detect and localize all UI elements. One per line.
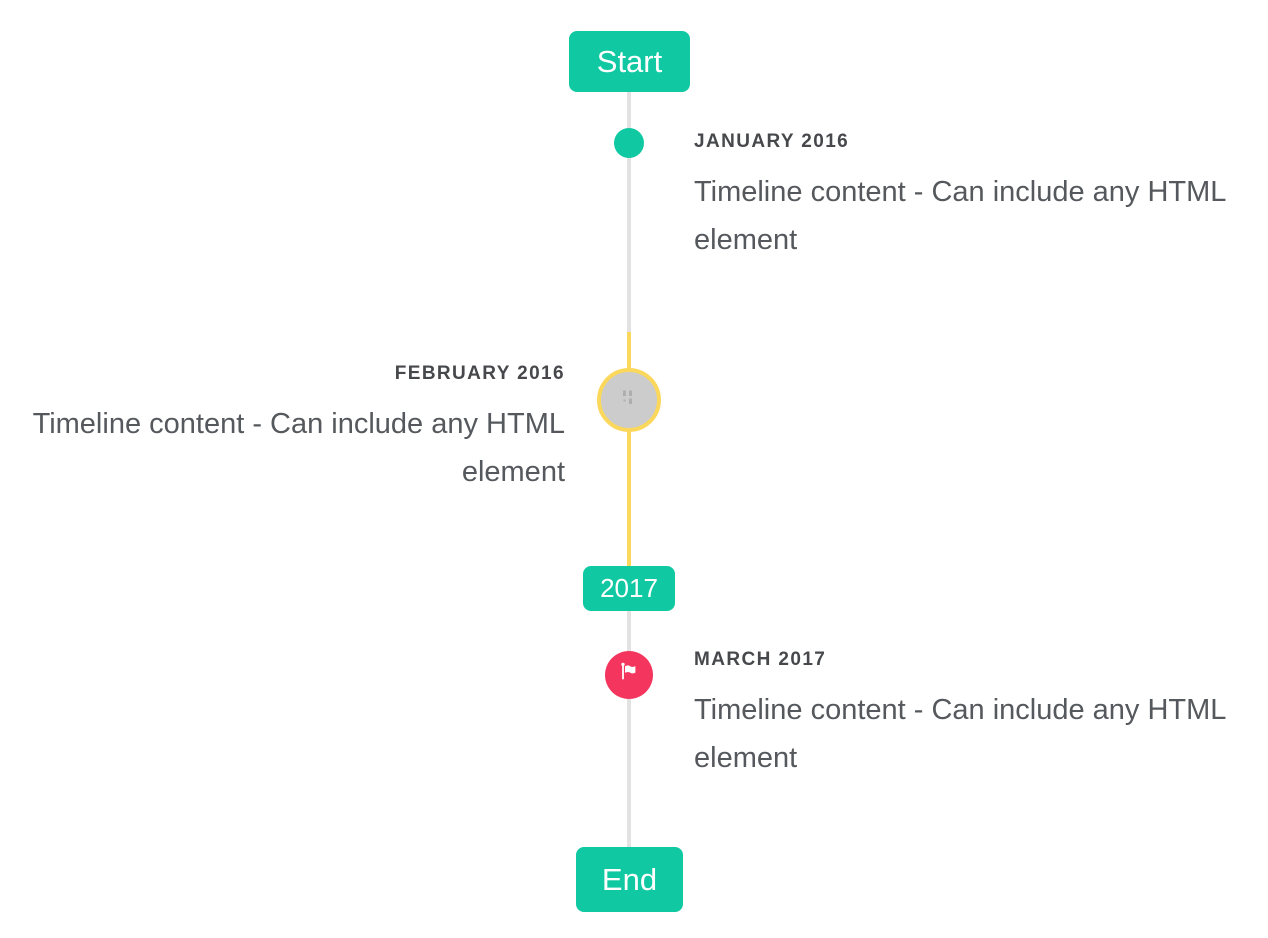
timeline-rail-top [627,92,631,332]
broken-image-icon [619,390,639,410]
year-2017-badge: 2017 [583,566,675,611]
february-image-marker[interactable] [597,368,661,432]
end-badge: End [576,847,683,912]
event-content: Timeline content - Can include any HTML … [694,176,1226,256]
event-date: MARCH 2017 [694,649,827,670]
start-badge: Start [569,31,690,92]
flag-icon [617,661,641,690]
timeline-event-february-2016: FEBRUARY 2016 Timeline content - Can inc… [20,362,565,496]
march-flag-marker[interactable] [605,651,653,699]
event-date: JANUARY 2016 [694,131,850,152]
event-date: FEBRUARY 2016 [394,363,565,384]
january-dot-marker[interactable] [614,128,644,158]
event-content: Timeline content - Can include any HTML … [694,694,1226,774]
timeline-rail-bottom [627,611,631,847]
timeline-event-january-2016: JANUARY 2016 Timeline content - Can incl… [694,130,1239,264]
timeline-rail-highlighted-period [627,332,631,566]
event-content: Timeline content - Can include any HTML … [32,408,565,488]
timeline-event-march-2017: MARCH 2017 Timeline content - Can includ… [694,648,1239,782]
